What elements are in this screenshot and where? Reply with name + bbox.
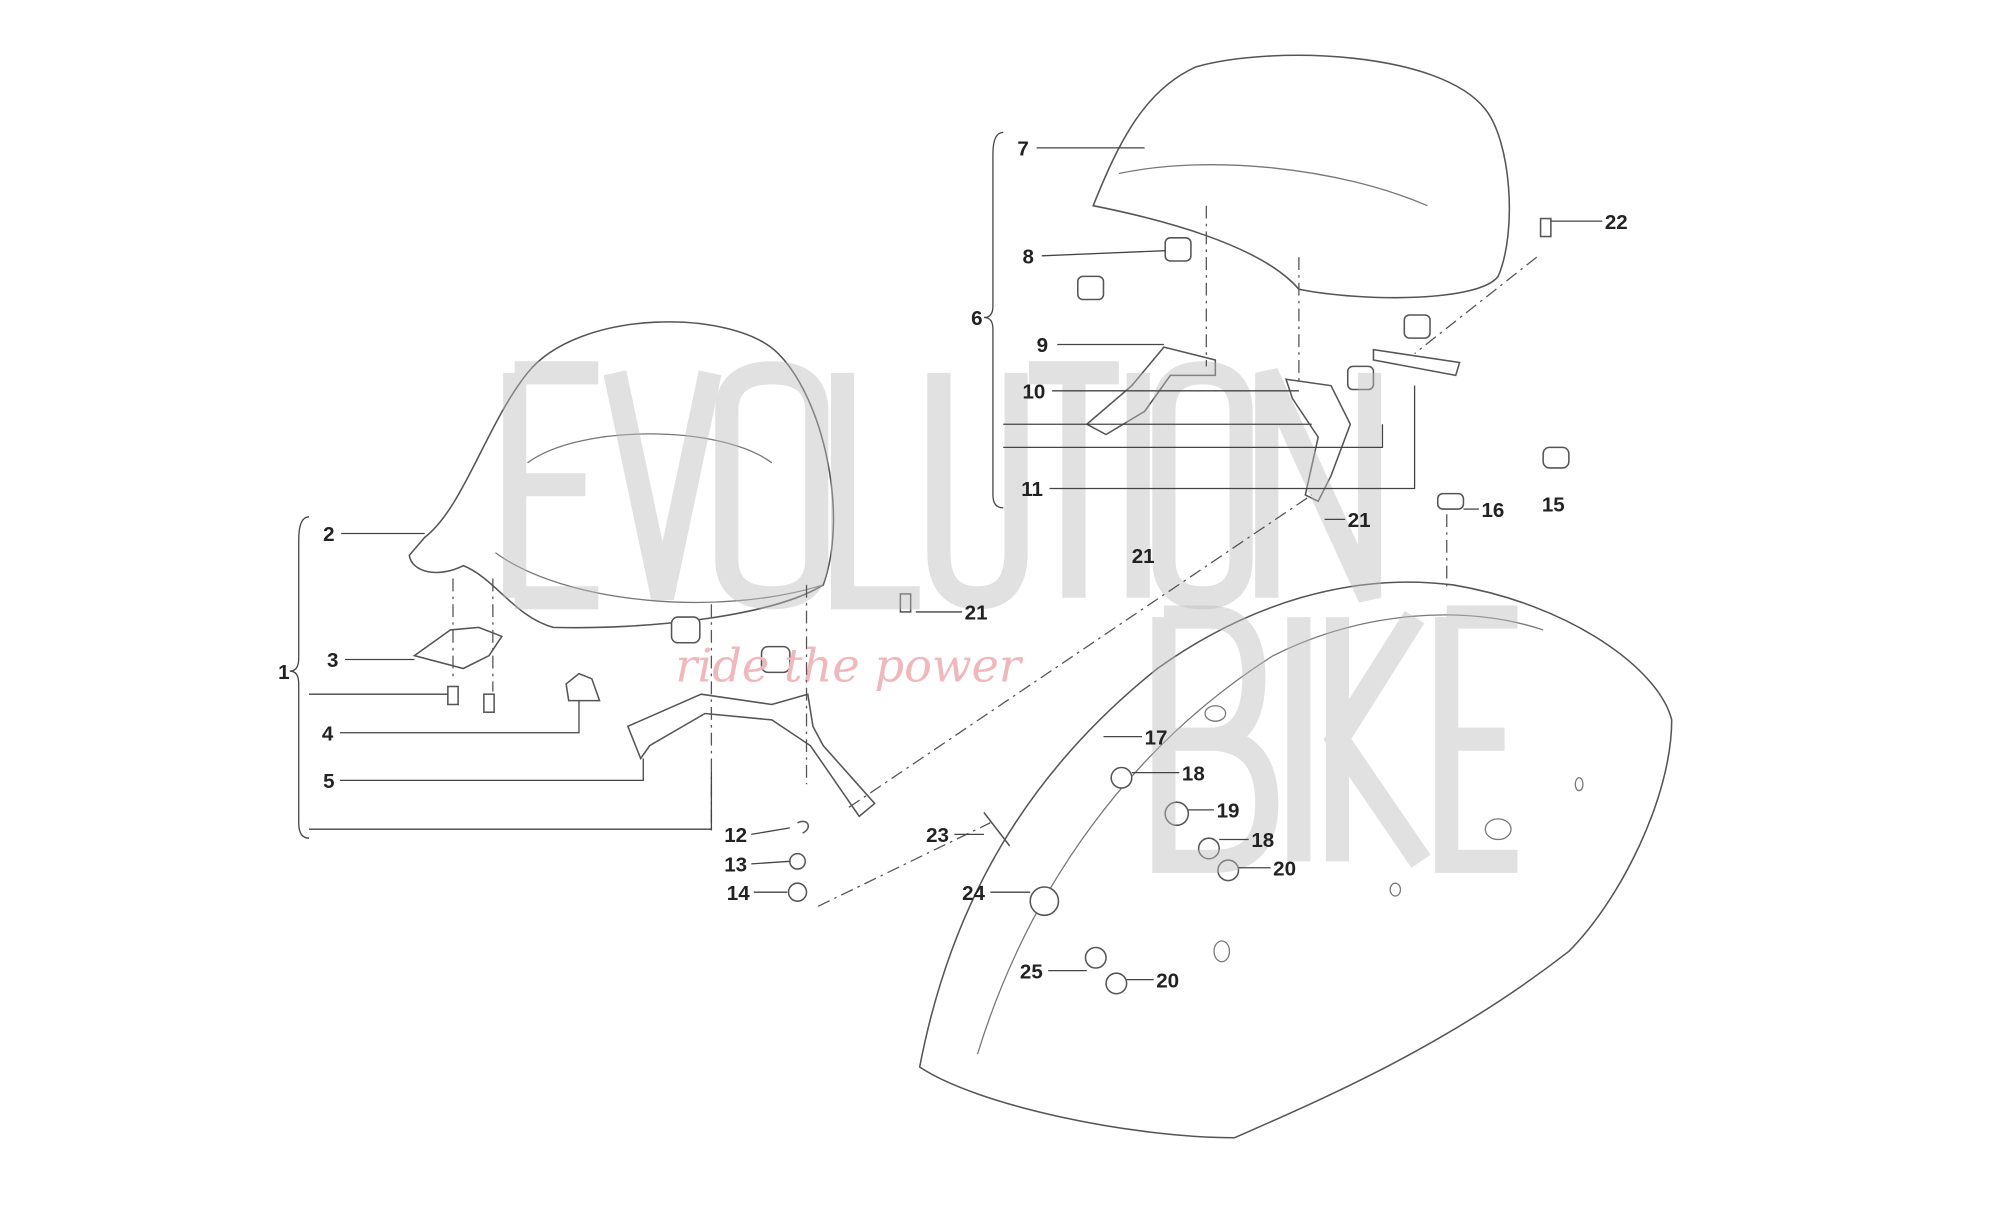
rubber-buffer-8 <box>1164 237 1192 262</box>
buffer-4 <box>565 672 601 702</box>
watermark-tagline: ride the power <box>675 638 1024 692</box>
callout-2: 2 <box>323 523 334 546</box>
callout-18b: 18 <box>1251 829 1274 852</box>
callout-24: 24 <box>962 882 985 905</box>
rubber-buffer <box>670 616 701 644</box>
callout-8: 8 <box>1022 246 1033 269</box>
callout-16: 16 <box>1481 499 1504 522</box>
washer-18 <box>1197 837 1220 860</box>
callout-17: 17 <box>1145 726 1168 749</box>
callout-21: 21 <box>965 602 988 625</box>
spacer-19 <box>1164 801 1190 827</box>
callout-7: 7 <box>1017 138 1028 161</box>
nut-20 <box>1105 972 1128 995</box>
callout-5: 5 <box>323 770 334 793</box>
clip-12 <box>797 820 810 834</box>
rubber-buffer <box>1346 365 1375 391</box>
grommet-16 <box>1436 492 1465 510</box>
rubber-buffer <box>1403 314 1431 339</box>
callout-18: 18 <box>1182 762 1205 785</box>
callout-20: 20 <box>1273 857 1296 880</box>
screw-22 <box>1539 217 1552 238</box>
callout-19: 19 <box>1217 800 1240 823</box>
callout-4: 4 <box>322 722 334 745</box>
bracket-16-support <box>1372 348 1461 377</box>
watermark-o <box>1152 361 1253 610</box>
callout-10: 10 <box>1022 381 1045 404</box>
callout-3: 3 <box>327 649 338 672</box>
nut-20 <box>1217 859 1240 882</box>
nut-14 <box>787 882 808 902</box>
callout-15: 15 <box>1542 494 1565 517</box>
screw <box>447 685 459 706</box>
screw <box>483 693 495 713</box>
rider-seat <box>408 321 835 629</box>
callout-labels: 1 2 3 4 5 6 7 8 9 10 11 12 13 14 15 16 1… <box>278 138 1628 993</box>
washer-13 <box>789 852 807 870</box>
bracket-3 <box>412 626 504 670</box>
callout-9: 9 <box>1037 334 1048 357</box>
callout-11: 11 <box>1021 478 1043 501</box>
rubber-buffer-8 <box>1077 275 1105 301</box>
washer-18 <box>1110 766 1133 789</box>
callout-21b: 21 <box>1132 545 1155 568</box>
callout-13: 13 <box>724 854 747 877</box>
seat-frame-5 <box>626 693 876 818</box>
callout-14: 14 <box>727 882 750 905</box>
bolt-23 <box>983 812 1011 847</box>
callout-22: 22 <box>1605 211 1628 234</box>
group-brace-6 <box>983 131 1004 509</box>
callout-25: 25 <box>1020 960 1043 983</box>
cap-15 <box>1542 446 1570 469</box>
screw-21 <box>899 593 912 613</box>
callout-21c: 21 <box>1348 509 1371 532</box>
rubber-buffer <box>760 645 791 674</box>
bush-25 <box>1084 946 1107 969</box>
callout-23: 23 <box>926 824 949 847</box>
bracket-11 <box>1284 378 1352 503</box>
callout-1: 1 <box>278 661 289 684</box>
callout-6: 6 <box>971 307 982 330</box>
grommet-24 <box>1029 886 1060 917</box>
callout-12: 12 <box>724 824 747 847</box>
callout-20b: 20 <box>1156 969 1179 992</box>
group-brace-1 <box>289 516 310 839</box>
leader-lines <box>309 147 1603 981</box>
passenger-seat <box>1092 54 1511 299</box>
rear-fender <box>918 581 1673 1139</box>
